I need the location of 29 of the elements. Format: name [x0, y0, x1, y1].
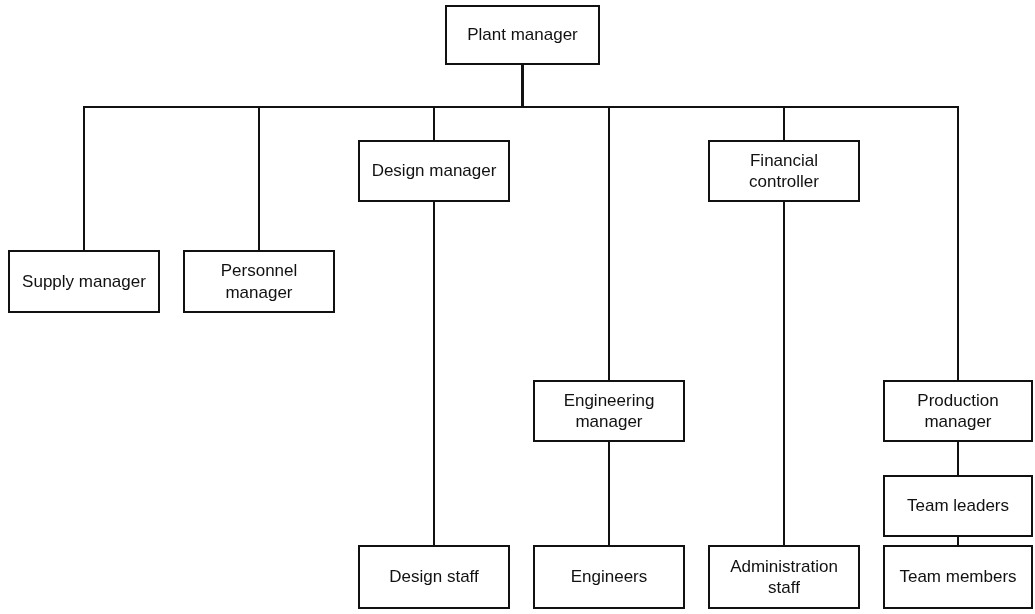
org-box — [883, 380, 1033, 442]
connector-line — [783, 201, 785, 546]
role-title: Design staff — [389, 566, 479, 588]
org-box — [533, 380, 685, 442]
org-box — [533, 545, 685, 609]
role-title: Engineers — [570, 566, 648, 588]
org-box — [358, 140, 510, 202]
role-title: Financial controller — [748, 149, 820, 193]
role-title: Plant manager — [467, 24, 578, 46]
connector-line — [433, 201, 435, 546]
role-title: Personnel manager — [219, 260, 299, 303]
org-box — [883, 475, 1033, 537]
connector-line — [608, 441, 610, 546]
role-title: Team members — [899, 566, 1017, 588]
role-title: Engineering manager — [562, 389, 656, 433]
role-title: Production manager — [916, 389, 1000, 433]
org-box — [708, 140, 860, 202]
org-box — [183, 250, 335, 313]
role-title: Administration staff — [729, 555, 839, 599]
role-title: Team leaders — [906, 495, 1010, 517]
org-box — [883, 545, 1033, 609]
org-box — [708, 545, 860, 609]
org-box — [8, 250, 160, 313]
org-box — [358, 545, 510, 609]
role-title: Design manager — [371, 160, 497, 182]
role-title: Supply manager — [22, 270, 146, 293]
connector-line — [957, 441, 959, 476]
org-box — [445, 5, 600, 65]
connector-line — [957, 536, 959, 546]
